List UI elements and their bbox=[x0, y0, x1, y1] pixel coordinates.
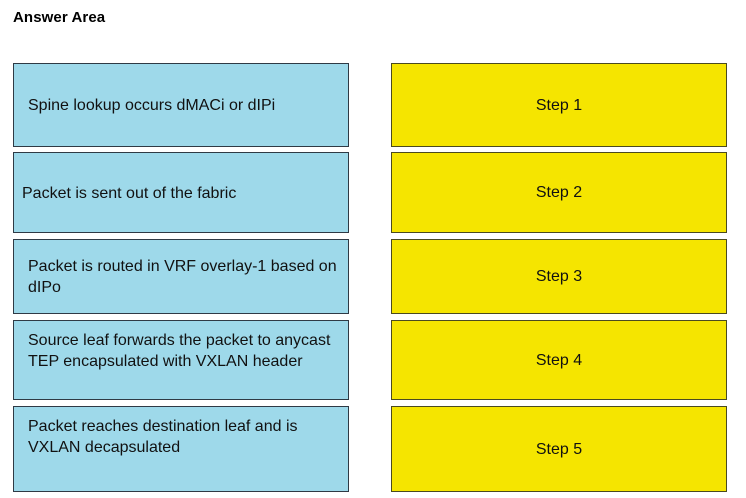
option-card-3[interactable]: Packet is routed in VRF overlay-1 based … bbox=[13, 239, 349, 314]
page-title: Answer Area bbox=[13, 9, 106, 26]
option-card-1-label: Spine lookup occurs dMACi or dIPi bbox=[28, 97, 276, 114]
option-card-5[interactable]: Packet reaches destination leaf and is V… bbox=[13, 406, 349, 492]
option-card-4[interactable]: Source leaf forwards the packet to anyca… bbox=[13, 320, 349, 400]
step-slot-5[interactable]: Step 5 bbox=[391, 406, 727, 492]
option-card-3-label: Packet is routed in VRF overlay-1 based … bbox=[28, 258, 337, 296]
option-card-2[interactable]: Packet is sent out of the fabric bbox=[13, 152, 349, 233]
option-card-5-label: Packet reaches destination leaf and is V… bbox=[28, 418, 298, 456]
step-slot-4[interactable]: Step 4 bbox=[391, 320, 727, 400]
step-slot-3-label: Step 3 bbox=[535, 268, 583, 285]
step-slot-2[interactable]: Step 2 bbox=[391, 152, 727, 233]
step-slot-1[interactable]: Step 1 bbox=[391, 63, 727, 147]
step-slot-2-label: Step 2 bbox=[535, 184, 583, 201]
step-slot-4-label: Step 4 bbox=[535, 351, 583, 369]
step-slot-1-label: Step 1 bbox=[535, 96, 583, 114]
step-slot-3[interactable]: Step 3 bbox=[391, 239, 727, 314]
option-card-4-label: Source leaf forwards the packet to anyca… bbox=[28, 332, 331, 370]
step-slot-5-label: Step 5 bbox=[535, 440, 583, 458]
option-card-1[interactable]: Spine lookup occurs dMACi or dIPi bbox=[13, 63, 349, 147]
option-card-2-label: Packet is sent out of the fabric bbox=[22, 184, 237, 202]
